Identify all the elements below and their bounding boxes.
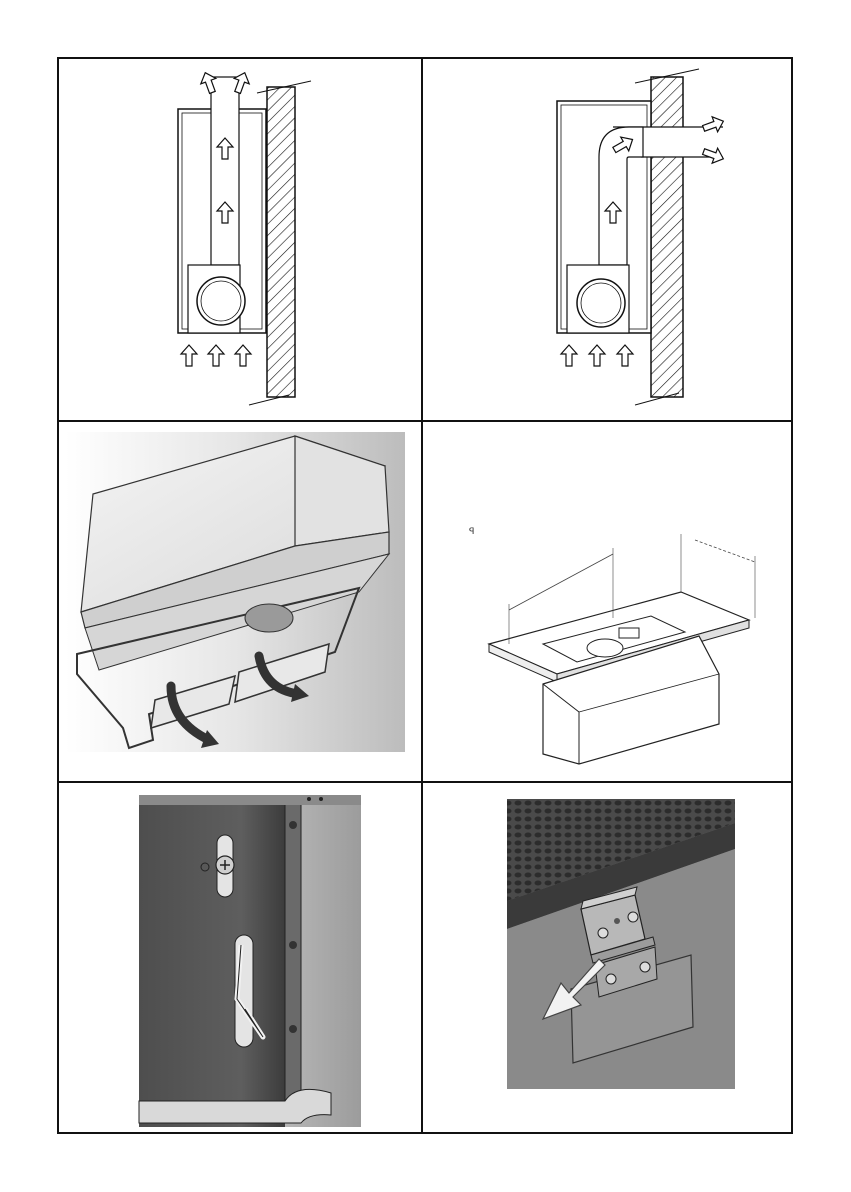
panel-wall-exhaust <box>423 59 791 420</box>
panel-cabinet-install: ꟼ <box>423 422 791 781</box>
panel-hinge-detail <box>423 783 791 1132</box>
wall-duct-exhaust-diagram-icon <box>423 59 791 420</box>
vertical-duct-exhaust-diagram-icon <box>59 59 421 420</box>
panel-filter-open <box>59 422 421 781</box>
panel-side-bracket <box>59 783 421 1132</box>
hood-filter-open-render-icon <box>59 422 421 781</box>
annotation-label: ꟼ <box>469 526 474 536</box>
figure-grid: ꟼ <box>57 57 793 1134</box>
cabinet-installation-render-icon: ꟼ <box>423 422 791 781</box>
panel-vertical-exhaust <box>59 59 421 420</box>
hinge-detail-render-icon <box>423 783 791 1132</box>
side-bracket-render-icon <box>59 783 421 1132</box>
